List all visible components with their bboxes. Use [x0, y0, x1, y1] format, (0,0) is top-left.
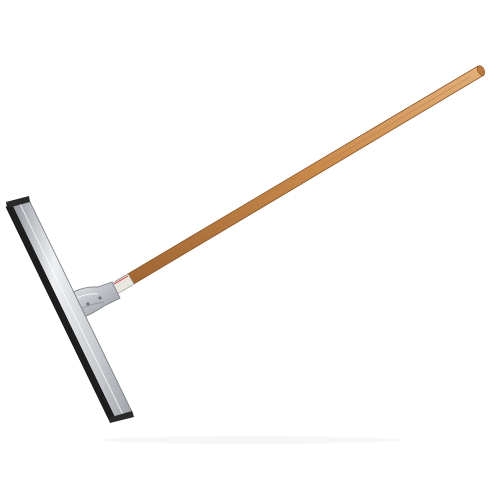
ground-shadow — [100, 436, 400, 444]
rubber-blade — [5, 196, 134, 423]
wooden-handle — [115, 65, 486, 292]
squeegee-blade-holder — [10, 199, 134, 421]
